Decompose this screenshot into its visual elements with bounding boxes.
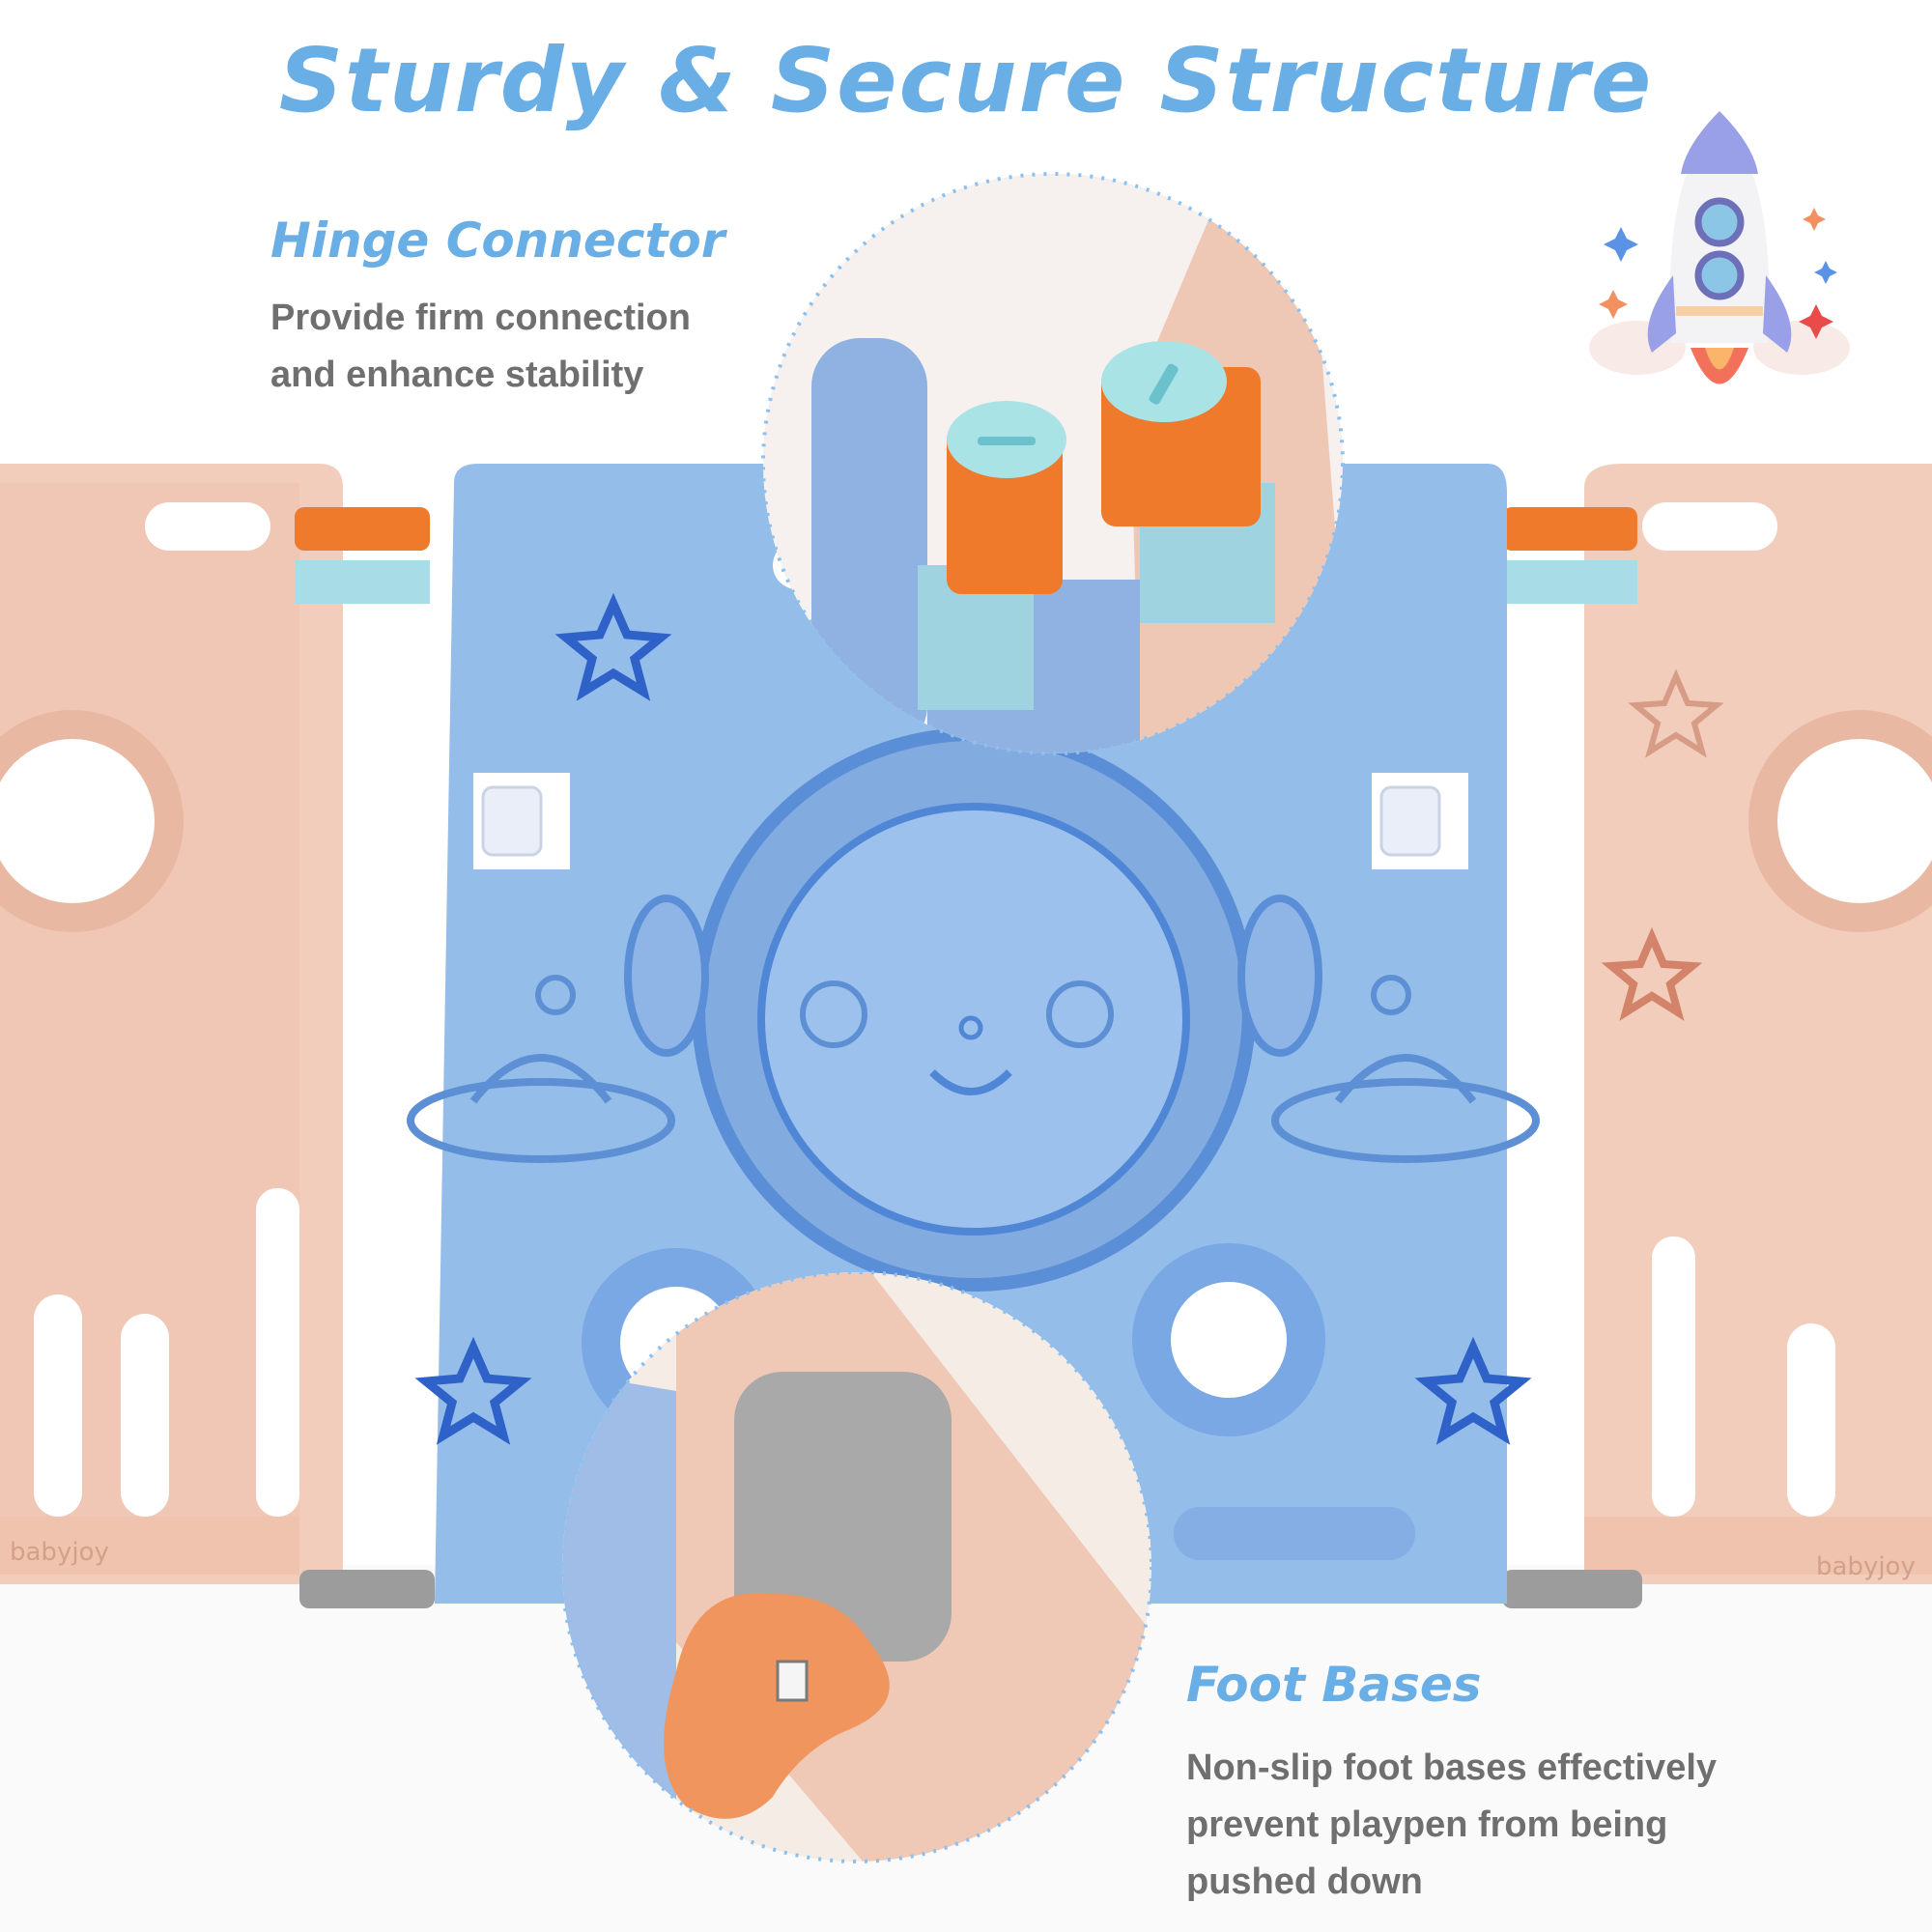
hinge-closeup bbox=[761, 172, 1345, 755]
foot-description-line-3: pushed down bbox=[1186, 1861, 1423, 1902]
hinge-description-line-2: and enhance stability bbox=[270, 355, 644, 395]
foot-description-line-1: Non-slip foot bases effectively bbox=[1186, 1747, 1718, 1788]
left-pink-panel: babyjoy bbox=[0, 464, 343, 1584]
hinge-heading: Hinge Connector bbox=[270, 213, 725, 269]
foot-description-line-2: prevent playpen from being bbox=[1186, 1804, 1668, 1845]
hinge-description-line-1: Provide firm connection bbox=[270, 298, 691, 338]
edge-hinges bbox=[295, 507, 1642, 1608]
brand-mark-left: babyjoy bbox=[10, 1538, 109, 1567]
hinge-feature: Hinge Connector Provide firm connection … bbox=[270, 213, 869, 404]
rocket-icon bbox=[1589, 111, 1850, 384]
brand-mark-right: babyjoy bbox=[1816, 1552, 1916, 1581]
page-title: Sturdy & Secure Structure bbox=[278, 29, 1654, 132]
right-pink-panel: babyjoy bbox=[1584, 464, 1932, 1584]
foot-feature: Foot Bases Non-slip foot bases effective… bbox=[1186, 1657, 1862, 1911]
foot-heading: Foot Bases bbox=[1186, 1657, 1482, 1713]
